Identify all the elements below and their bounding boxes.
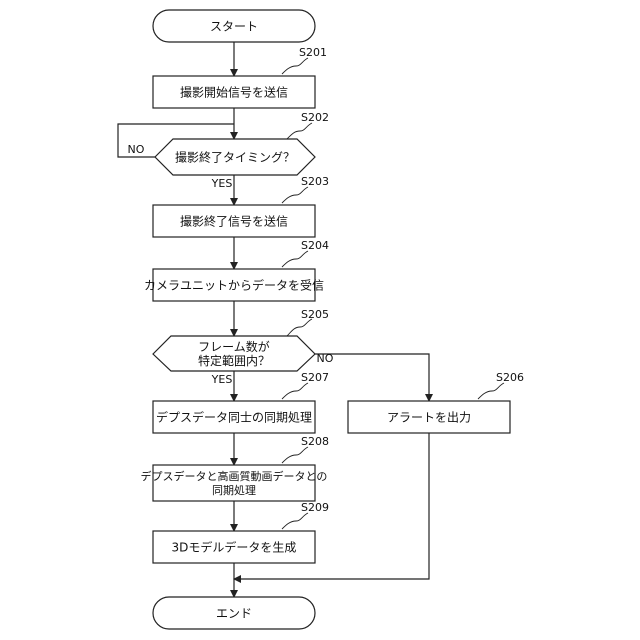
start-label: スタート: [210, 20, 258, 34]
s202-no-label: NO: [128, 143, 145, 156]
step-id-s205: S205: [301, 308, 329, 321]
process-s209-label: 3Dモデルデータを生成: [172, 540, 297, 555]
step-id-s202: S202: [301, 111, 329, 124]
end-label: エンド: [216, 607, 252, 621]
process-s203-label: 撮影終了信号を送信: [180, 214, 288, 229]
process-s204-label: カメラユニットからデータを受信: [144, 278, 324, 293]
leader-s207: [282, 383, 308, 399]
leader-s204: [282, 251, 308, 267]
process-s208-line2: 同期処理: [212, 484, 256, 497]
leader-s201: [282, 58, 308, 74]
step-id-s207: S207: [301, 371, 329, 384]
process-s201-label: 撮影開始信号を送信: [180, 85, 288, 100]
decision-s202-label: 撮影終了タイミング？: [175, 150, 295, 165]
leader-s209: [282, 513, 308, 529]
process-s207-label: デプスデータ同士の同期処理: [156, 410, 312, 425]
leader-s208: [282, 447, 308, 463]
connectors: [118, 42, 429, 597]
step-id-s201: S201: [299, 46, 327, 59]
s205-yes-label: YES: [211, 373, 233, 386]
process-s208-line1: デプスデータと高画質動画データとの: [141, 469, 328, 483]
s205-no-label: NO: [317, 352, 334, 365]
leader-s202: [287, 123, 312, 139]
step-id-s204: S204: [301, 239, 329, 252]
s202-yes-label: YES: [211, 177, 233, 190]
step-id-s208: S208: [301, 435, 329, 448]
leader-s203: [282, 187, 308, 203]
decision-s205-line1: フレーム数が: [198, 339, 270, 354]
leader-s205: [287, 319, 312, 336]
step-id-s206: S206: [496, 371, 524, 384]
step-id-s203: S203: [301, 175, 329, 188]
decision-s205-line2: 特定範囲内？: [198, 353, 270, 368]
leader-s206: [478, 383, 504, 399]
process-s206-label: アラートを出力: [387, 411, 471, 425]
step-id-s209: S209: [301, 501, 329, 514]
